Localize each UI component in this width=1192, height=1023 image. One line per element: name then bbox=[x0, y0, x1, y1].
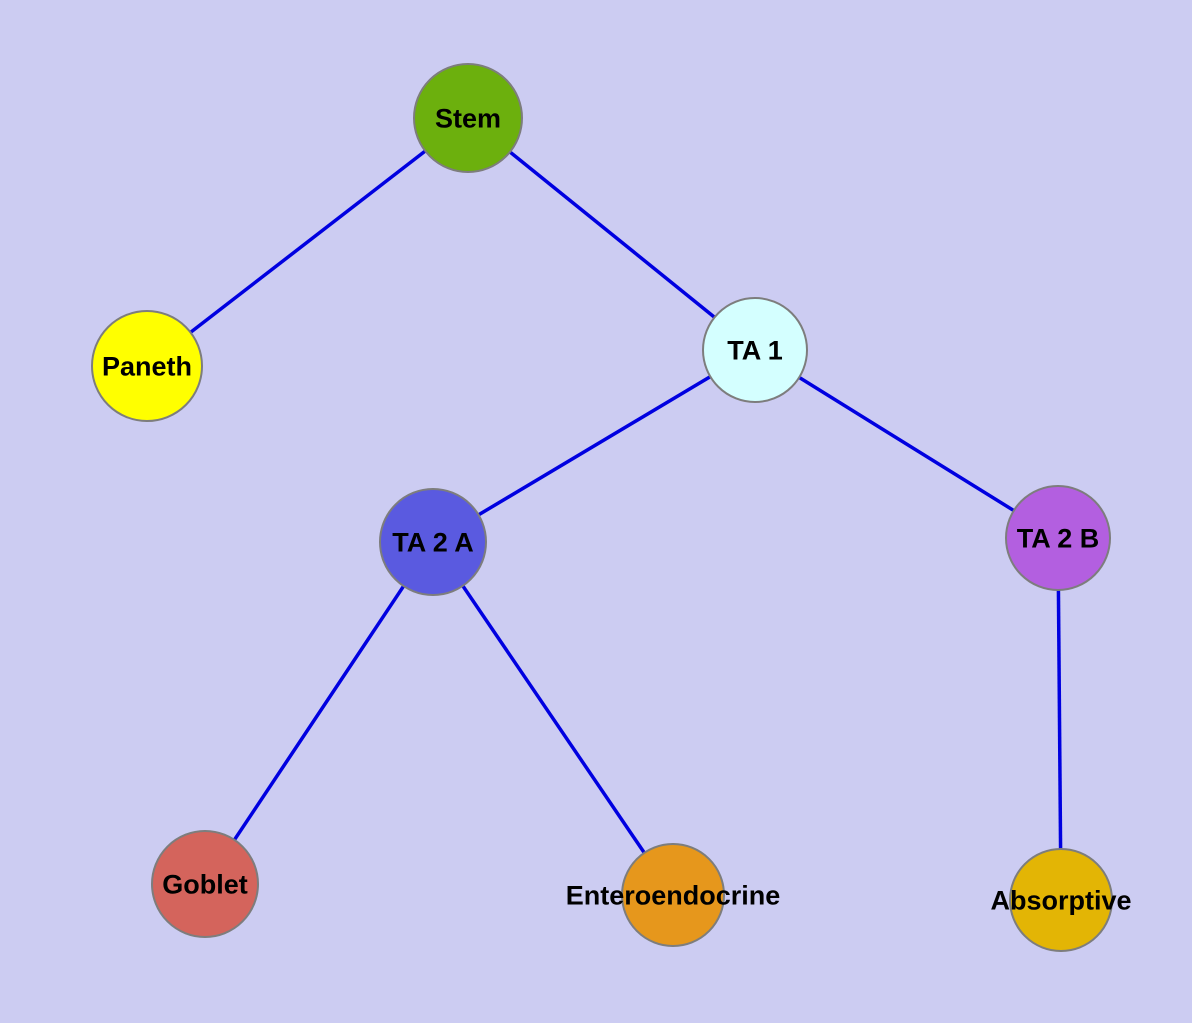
node-ta-2-b[interactable]: TA 2 B bbox=[1005, 485, 1111, 591]
node-stem[interactable]: Stem bbox=[413, 63, 523, 173]
node-goblet[interactable]: Goblet bbox=[151, 830, 259, 938]
node-ta-1[interactable]: TA 1 bbox=[702, 297, 808, 403]
node-ta-2-a[interactable]: TA 2 A bbox=[379, 488, 487, 596]
edge-ta-1-to-ta-2-a[interactable] bbox=[432, 348, 756, 544]
node-circle-ta-1[interactable] bbox=[702, 297, 808, 403]
edge-ta-2-b-to-absorptive[interactable] bbox=[1056, 537, 1063, 901]
edges-layer bbox=[145, 116, 1063, 901]
edge-ta-2-a-to-goblet[interactable] bbox=[203, 541, 435, 885]
node-circle-enteroendocrine[interactable] bbox=[621, 843, 725, 947]
edge-ta-1-to-ta-2-b[interactable] bbox=[754, 348, 1059, 540]
node-paneth[interactable]: Paneth bbox=[91, 310, 203, 422]
node-circle-ta-2-a[interactable] bbox=[379, 488, 487, 596]
node-circle-ta-2-b[interactable] bbox=[1005, 485, 1111, 591]
edge-stem-to-paneth[interactable] bbox=[145, 116, 470, 368]
node-circle-absorptive[interactable] bbox=[1009, 848, 1113, 952]
node-circle-paneth[interactable] bbox=[91, 310, 203, 422]
node-circle-goblet[interactable] bbox=[151, 830, 259, 938]
edge-stem-to-ta-1[interactable] bbox=[466, 116, 757, 352]
edge-ta-2-a-to-enteroendocrine[interactable] bbox=[431, 541, 675, 896]
node-circle-stem[interactable] bbox=[413, 63, 523, 173]
